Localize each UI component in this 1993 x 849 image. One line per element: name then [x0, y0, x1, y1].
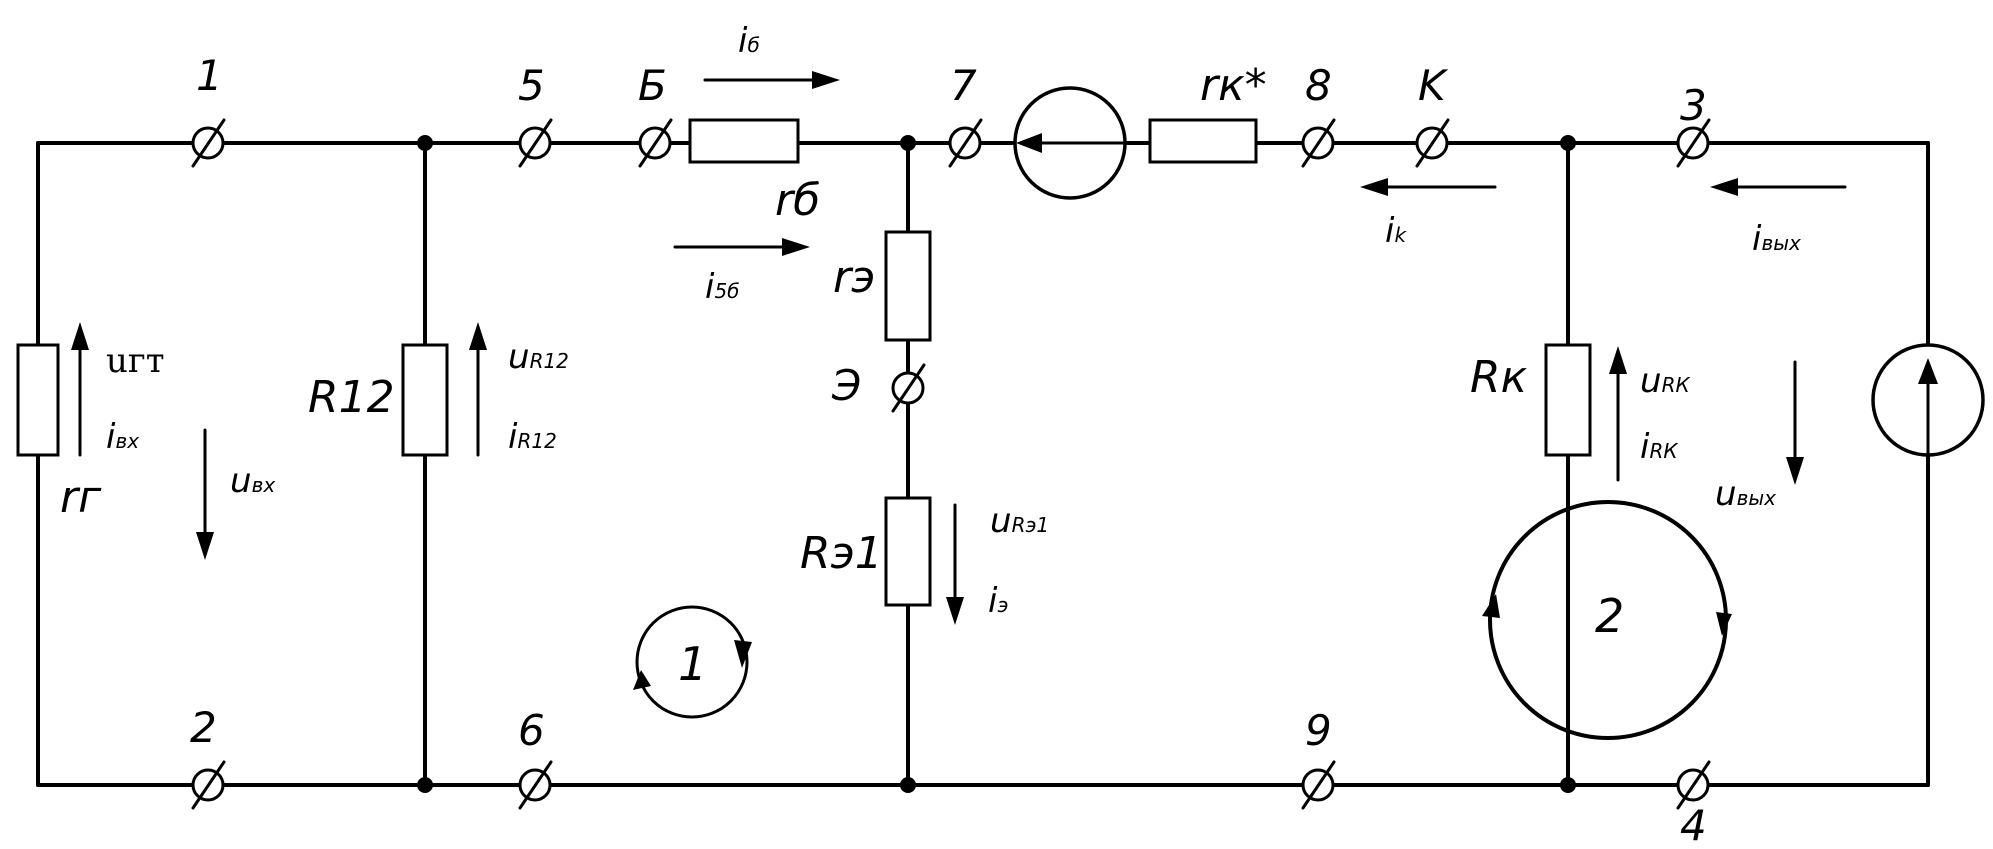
label-i-vyx: iвых	[1752, 219, 1801, 259]
arrow-down-icon	[946, 597, 964, 625]
arrow-up-icon	[1918, 358, 1938, 384]
resistor-rk	[1544, 343, 1592, 457]
node-label-1: 1	[196, 51, 223, 100]
terminal-2-icon	[191, 760, 226, 810]
arrow-up-icon	[1609, 346, 1627, 374]
node-label-5: 5	[518, 61, 545, 110]
label-u-gt: uгт	[106, 341, 165, 381]
node-label-collector: K	[1418, 61, 1449, 110]
loop-label-1: 1	[678, 637, 707, 691]
label-rk: Rк	[1470, 352, 1528, 403]
loop-arrow-icon	[1482, 594, 1500, 618]
quantity-labels: uгт iвх uвх uR12 iR12 iб i5б uRэ1 iэ ik …	[106, 21, 1801, 621]
label-i-k: ik	[1385, 211, 1407, 251]
label-i-e: iэ	[988, 581, 1008, 621]
label-i-5b: i5б	[705, 267, 740, 307]
resistor-rk-star	[1148, 118, 1258, 164]
label-r12: R12	[308, 372, 395, 423]
arrow-left-icon	[1016, 133, 1042, 153]
label-i-r12: iR12	[508, 417, 557, 457]
terminal-base-icon	[638, 118, 673, 168]
label-re: rэ	[833, 252, 875, 303]
label-u-rk: uRК	[1640, 361, 1690, 401]
node-label-emitter: Э	[831, 361, 861, 410]
terminal-8-icon	[1301, 118, 1336, 168]
node-label-9: 9	[1305, 706, 1332, 755]
label-rk-star: rк*	[1200, 60, 1267, 111]
junctions	[417, 135, 1576, 793]
arrows	[71, 71, 1847, 625]
label-re1: Rэ1	[800, 528, 883, 579]
node-label-6: 6	[518, 706, 545, 755]
resistor-rb	[688, 118, 800, 164]
terminal-9-icon	[1301, 760, 1336, 810]
node-label-2: 2	[190, 703, 217, 752]
loop-arrow-icon	[734, 640, 752, 668]
loop-1	[633, 605, 752, 719]
junction-dot	[417, 777, 433, 793]
terminal-collector-icon	[1415, 118, 1450, 168]
terminal-emitter-icon	[891, 363, 926, 413]
node-label-8: 8	[1305, 61, 1332, 110]
arrow-left-icon	[1710, 178, 1738, 196]
arrow-right-icon	[782, 238, 810, 256]
current-source-output	[1871, 343, 1985, 457]
terminal-1-icon	[191, 118, 226, 168]
junction-dot	[1560, 135, 1576, 151]
junction-dot	[417, 135, 433, 151]
arrow-up-icon	[469, 322, 487, 350]
node-label-3: 3	[1680, 81, 1707, 130]
junction-dot	[900, 135, 916, 151]
label-i-b: iб	[738, 21, 760, 61]
resistor-rg	[16, 343, 60, 457]
terminal-4-icon	[1676, 760, 1711, 810]
label-i-rk: iRК	[1640, 427, 1678, 467]
junction-dot	[900, 777, 916, 793]
node-label-7: 7	[950, 61, 977, 110]
label-rg: rг	[60, 472, 102, 523]
label-u-re1: uRэ1	[990, 501, 1049, 541]
node-label-base: Б	[638, 61, 667, 110]
arrow-up-icon	[71, 322, 89, 350]
current-source-collector	[1013, 86, 1127, 200]
arrow-right-icon	[812, 71, 840, 89]
node-labels: 1 5 Б 7 8 K 3 Э 2 6 9 4	[190, 51, 1707, 849]
arrow-down-icon	[1786, 457, 1804, 485]
terminal-5-icon	[518, 118, 553, 168]
loop-arrow-icon	[1716, 612, 1732, 636]
terminals	[191, 118, 1711, 810]
junction-dot	[1560, 777, 1576, 793]
label-rb: rб	[775, 175, 820, 226]
label-u-r12: uR12	[508, 337, 569, 377]
loop-2	[1482, 500, 1732, 740]
loop-label-2: 2	[1595, 589, 1624, 643]
arrow-left-icon	[1360, 178, 1388, 196]
terminal-6-icon	[518, 760, 553, 810]
label-i-vx: iвх	[106, 417, 139, 457]
label-u-vyx: uвых	[1715, 474, 1776, 514]
arrow-down-icon	[196, 532, 214, 560]
node-label-4: 4	[1680, 801, 1707, 849]
resistor-re1	[884, 496, 932, 607]
terminal-3-icon	[1676, 118, 1711, 168]
resistor-re	[884, 230, 932, 342]
resistor-r12	[401, 343, 449, 457]
component-labels: rг R12 rб rэ Rэ1 rк* Rк	[60, 60, 1528, 579]
terminal-7-icon	[948, 118, 983, 168]
label-u-vx: uвх	[230, 461, 275, 501]
loop-arrow-icon	[633, 670, 651, 690]
